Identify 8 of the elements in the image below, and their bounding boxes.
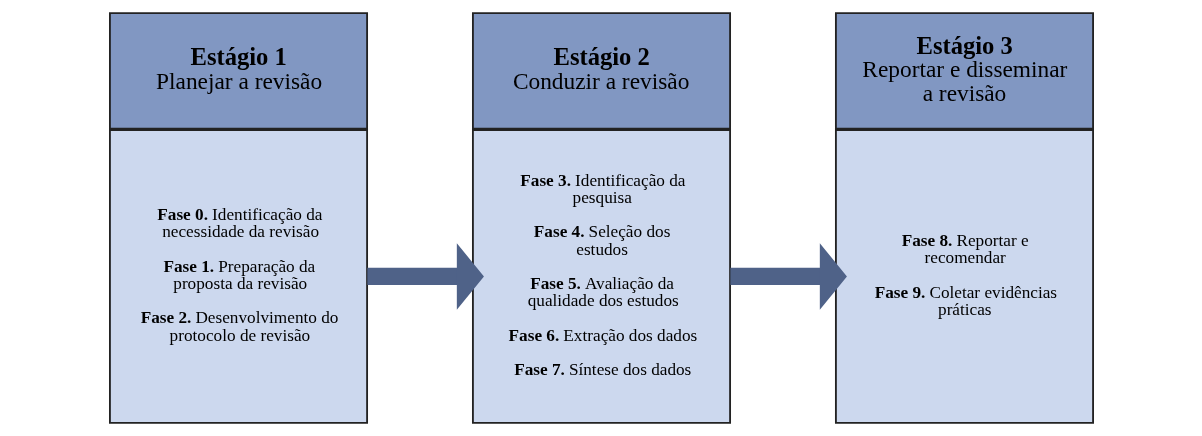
- node-box: Fase 0. Identificação da necessidade da revisão Fase 1. Preparação da proposta da revisão Fase 2. Desenvolvimento do protocolo de revisão: [108, 129, 368, 424]
- arrow: [366, 243, 484, 310]
- node-box: Estágio 2 Conduzir a revisão: [471, 12, 731, 130]
- arrow: [729, 243, 847, 310]
- node-box: Fase 3. Identificação da pesquisa Fase 4. Seleção dos estudos Fase 5. Avaliação da qualidade dos estudos Fase 6. Extração dos dados Fase 7. Síntese dos dados: [471, 129, 731, 424]
- node-box: Estágio 1 Planejar a revisão: [108, 12, 368, 130]
- node-box: Fase 8. Reportar e recomendar Fase 9. Coletar evidências práticas: [834, 129, 1094, 424]
- node-box: Estágio 3 Reportar e disseminar a revisão: [834, 12, 1094, 130]
